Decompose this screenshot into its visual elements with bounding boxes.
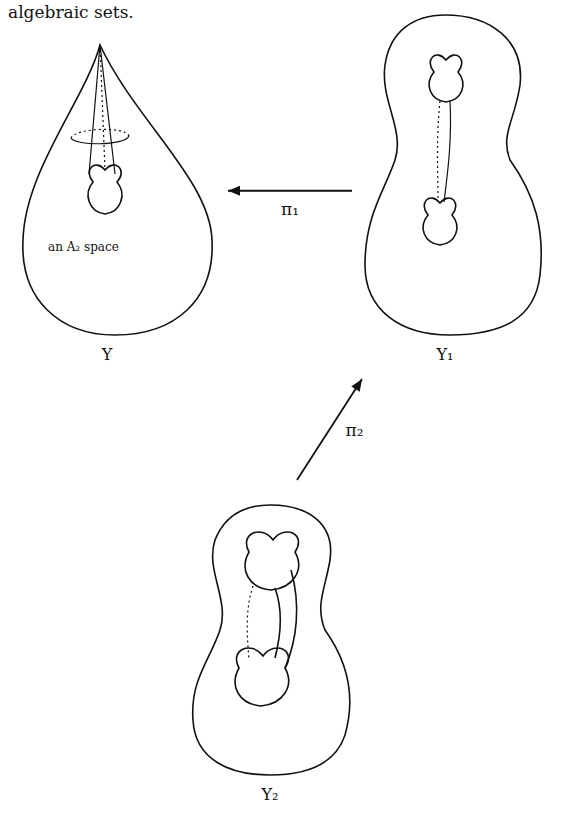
caption-note: an A₂ space [48,240,119,254]
surface-drawing [360,10,550,375]
map-label: π₂ [344,420,366,440]
surface-figure: Y [15,40,220,375]
surface-drawing [185,500,360,815]
space-label: Y₂ [262,785,279,804]
surface-drawing [15,40,220,375]
caption-note: algebraic sets. [8,2,134,22]
space-label: Y [102,345,113,364]
map-label: π₁ [279,199,301,219]
surface-figure: Y₁ [360,10,550,375]
arrow-head [351,379,362,392]
arrow-head [228,186,240,196]
map-arrow [228,186,352,196]
space-label: Y₁ [437,345,454,364]
surface-figure: Y₂ [185,500,360,815]
